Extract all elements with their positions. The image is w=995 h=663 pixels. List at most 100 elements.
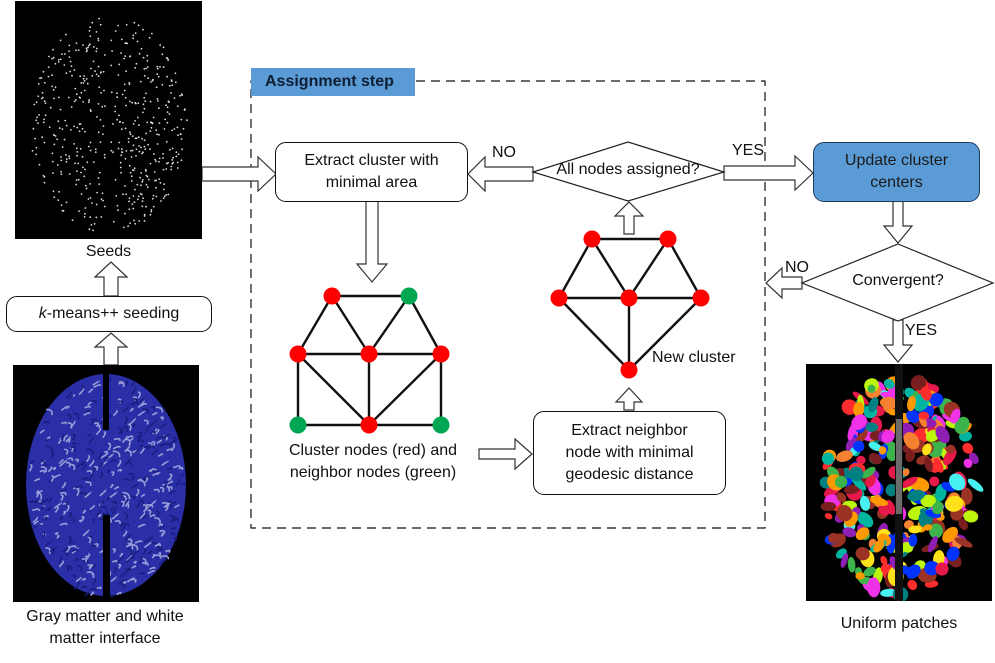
fissure bbox=[103, 370, 109, 430]
gyrus-stroke bbox=[73, 412, 80, 420]
gyrus-stroke bbox=[143, 537, 151, 544]
gyrus-stroke bbox=[33, 478, 40, 482]
seed-point bbox=[146, 59, 149, 62]
extract-neighbor-box[interactable]: Extract neighbor node with minimal geode… bbox=[533, 411, 726, 495]
gyrus-stroke bbox=[87, 388, 94, 394]
gyrus-stroke bbox=[166, 443, 172, 447]
seed-point bbox=[166, 121, 169, 124]
seed-point bbox=[61, 53, 63, 55]
seed-point bbox=[143, 213, 146, 216]
gyrus-stroke bbox=[76, 488, 80, 497]
arrow-yes-to-update bbox=[723, 154, 814, 192]
seed-point bbox=[128, 200, 130, 203]
gyrus-stroke bbox=[60, 494, 64, 501]
patch bbox=[828, 532, 840, 544]
patch bbox=[960, 487, 973, 505]
gyrus-stroke bbox=[65, 461, 71, 468]
update-cluster-centers-box[interactable]: Update cluster centers bbox=[813, 142, 980, 202]
seed-point bbox=[59, 108, 62, 111]
seed-point bbox=[143, 139, 146, 142]
gyrus-stroke bbox=[39, 469, 46, 474]
gyrus-stroke bbox=[61, 482, 67, 489]
seed-point bbox=[141, 200, 144, 203]
kmeans-seeding-box[interactable]: k-means++ seeding bbox=[6, 296, 212, 332]
seed-point bbox=[54, 135, 57, 137]
seed-point bbox=[143, 96, 146, 99]
gyrus-stroke bbox=[129, 417, 137, 425]
gyrus-stroke bbox=[81, 464, 87, 471]
seed-point bbox=[151, 32, 153, 35]
gyrus-stroke bbox=[59, 522, 68, 526]
seed-point bbox=[148, 36, 151, 39]
decision-all-assigned[interactable]: All nodes assigned? bbox=[556, 161, 700, 178]
seed-point bbox=[119, 120, 121, 123]
patch bbox=[932, 501, 944, 515]
gyrus-stroke bbox=[119, 523, 124, 528]
seed-point bbox=[166, 106, 169, 109]
assignment-step-frame bbox=[250, 80, 766, 529]
patch bbox=[900, 476, 918, 489]
seed-point bbox=[84, 207, 87, 209]
gyrus-stroke bbox=[116, 591, 122, 596]
seed-point bbox=[71, 74, 73, 77]
seed-point bbox=[97, 39, 100, 42]
patch bbox=[954, 416, 970, 434]
gyrus-stroke bbox=[168, 500, 173, 509]
seed-point bbox=[73, 100, 76, 103]
patch bbox=[820, 501, 837, 512]
extract-cluster-box[interactable]: Extract cluster with minimal area bbox=[275, 142, 468, 202]
seed-point bbox=[146, 186, 149, 189]
seed-point bbox=[119, 166, 122, 169]
seed-point bbox=[171, 84, 174, 86]
gyrus-stroke bbox=[131, 423, 136, 428]
seed-point bbox=[137, 195, 140, 198]
patch bbox=[880, 555, 888, 565]
seed-point bbox=[165, 162, 168, 165]
seed-point bbox=[175, 151, 178, 154]
seed-point bbox=[149, 162, 152, 165]
seed-point bbox=[176, 167, 179, 169]
seed-point bbox=[171, 162, 174, 165]
seed-point bbox=[74, 99, 77, 101]
patch bbox=[821, 452, 835, 465]
seed-point bbox=[155, 86, 158, 89]
gyrus-stroke bbox=[93, 422, 100, 426]
patch bbox=[856, 455, 866, 465]
gyrus-stroke bbox=[135, 488, 140, 497]
seed-point bbox=[61, 128, 64, 130]
gyrus-stroke bbox=[130, 495, 136, 500]
gyrus-stroke bbox=[142, 407, 150, 414]
gyrus-stroke bbox=[159, 486, 165, 493]
seed-point bbox=[43, 181, 46, 184]
seed-point bbox=[85, 47, 88, 50]
seed-point bbox=[119, 161, 122, 164]
decision-convergent[interactable]: Convergent? bbox=[852, 272, 944, 289]
gyrus-stroke bbox=[110, 576, 117, 583]
graph-edge bbox=[557, 238, 594, 299]
patch bbox=[824, 512, 833, 520]
gyrus-stroke bbox=[80, 585, 87, 589]
cluster-node bbox=[289, 345, 307, 363]
seed-point bbox=[171, 159, 174, 161]
patch bbox=[929, 523, 943, 539]
gyrus-stroke bbox=[143, 505, 149, 513]
gyrus-stroke bbox=[129, 407, 134, 413]
seed-point bbox=[76, 126, 79, 129]
seed-point bbox=[68, 173, 71, 175]
gyrus-stroke bbox=[93, 384, 102, 388]
seed-point bbox=[103, 156, 106, 159]
gyrus-stroke bbox=[132, 396, 138, 401]
edge-label-yes-assigned: YES bbox=[732, 142, 765, 159]
seed-point bbox=[51, 152, 54, 155]
seed-point bbox=[144, 100, 147, 103]
seed-point bbox=[156, 133, 159, 136]
patch bbox=[949, 473, 966, 491]
seed-point bbox=[103, 89, 105, 92]
seed-point bbox=[141, 179, 144, 181]
patch bbox=[865, 474, 876, 488]
patch bbox=[856, 429, 868, 443]
seed-point bbox=[51, 57, 53, 60]
seed-point bbox=[95, 73, 98, 76]
seed-point bbox=[77, 49, 80, 51]
gyrus-stroke bbox=[97, 514, 102, 518]
